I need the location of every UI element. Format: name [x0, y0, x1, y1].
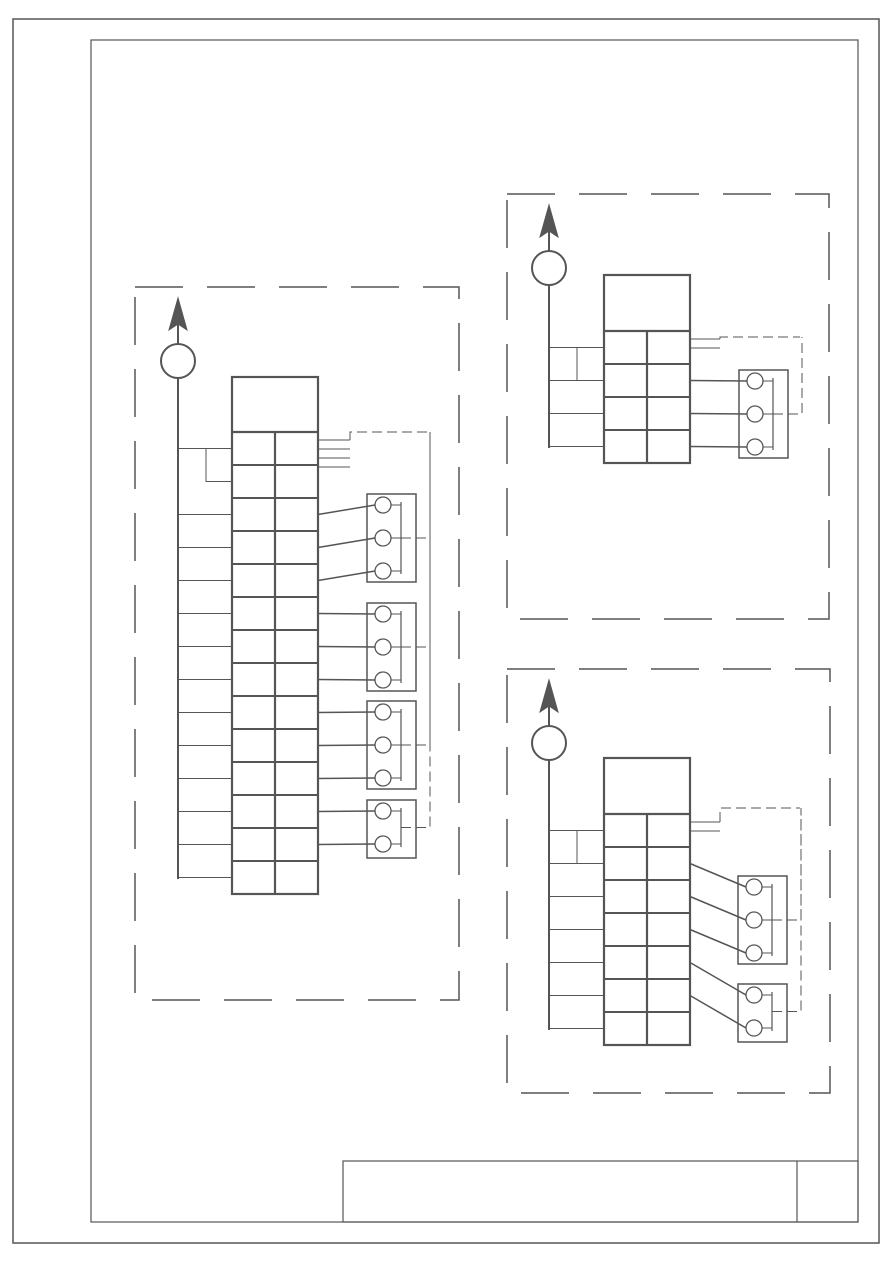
sensor-wire — [317, 711, 376, 714]
bottom-right-panel — [506, 668, 831, 1094]
sensor-circle-icon — [745, 986, 763, 1004]
sensor-group-box — [366, 799, 417, 859]
inner-frame — [90, 39, 859, 1223]
antenna-circle-icon — [160, 343, 196, 379]
sensor-circle-icon — [374, 671, 392, 689]
sensor-circle-icon — [745, 911, 763, 929]
dashed-enclosure — [506, 668, 831, 1094]
antenna-circle-icon — [531, 725, 567, 761]
outer-border — [12, 18, 880, 1244]
sensor-wire — [689, 862, 747, 888]
sensor-wire — [689, 961, 747, 996]
sensor-circle-icon — [374, 736, 392, 754]
sensor-wire — [689, 994, 747, 1029]
rx-dashed-link — [719, 807, 800, 822]
title-block — [342, 1160, 859, 1223]
sensor-return — [773, 337, 803, 415]
sensor-return — [401, 432, 431, 828]
sensor-circle-icon — [374, 496, 392, 514]
rx-dashed-link — [349, 431, 430, 440]
sensor-circle-icon — [746, 405, 764, 423]
top-right-panel — [506, 193, 830, 620]
sensor-circle-icon — [374, 769, 392, 787]
sensor-return — [772, 808, 802, 921]
sensor-return — [772, 808, 802, 1012]
sensor-wire — [689, 928, 747, 954]
sensor-wire — [317, 570, 376, 582]
sensor-circle-icon — [746, 372, 764, 390]
sensor-circle-icon — [374, 703, 392, 721]
sensor-wire — [317, 645, 376, 648]
sensor-wire — [317, 537, 376, 549]
antenna-circle-icon — [531, 250, 567, 286]
sensor-circle-icon — [745, 878, 763, 896]
sensor-wire — [317, 678, 376, 681]
stepped-jumper — [576, 830, 604, 864]
stepped-jumper — [576, 347, 604, 381]
sensor-circle-icon — [374, 638, 392, 656]
rx-dashed-link — [719, 336, 800, 339]
sensor-circle-icon — [374, 605, 392, 623]
dashed-enclosure — [506, 193, 830, 620]
sensor-circle-icon — [374, 562, 392, 580]
sensor-wire — [689, 412, 748, 415]
sensor-return — [401, 432, 431, 746]
sensor-group-box — [737, 983, 788, 1043]
sensor-circle-icon — [745, 944, 763, 962]
left-panel — [134, 286, 460, 1001]
sensor-wire — [689, 379, 748, 382]
sensor-circle-icon — [746, 438, 764, 456]
sensor-circle-icon — [374, 529, 392, 547]
sensor-wire — [689, 445, 748, 448]
dashed-enclosure — [134, 286, 460, 1001]
sensor-circle-icon — [374, 835, 392, 853]
sensor-wire — [317, 843, 376, 846]
sensor-wire — [317, 744, 376, 747]
sensor-wire — [317, 612, 376, 615]
sensor-circle-icon — [745, 1019, 763, 1037]
stepped-jumper — [205, 448, 232, 482]
sensor-circle-icon — [374, 802, 392, 820]
sensor-wire — [317, 504, 376, 516]
sensor-wire — [689, 895, 747, 921]
sensor-wire — [317, 810, 376, 813]
sensor-wire — [317, 777, 376, 780]
